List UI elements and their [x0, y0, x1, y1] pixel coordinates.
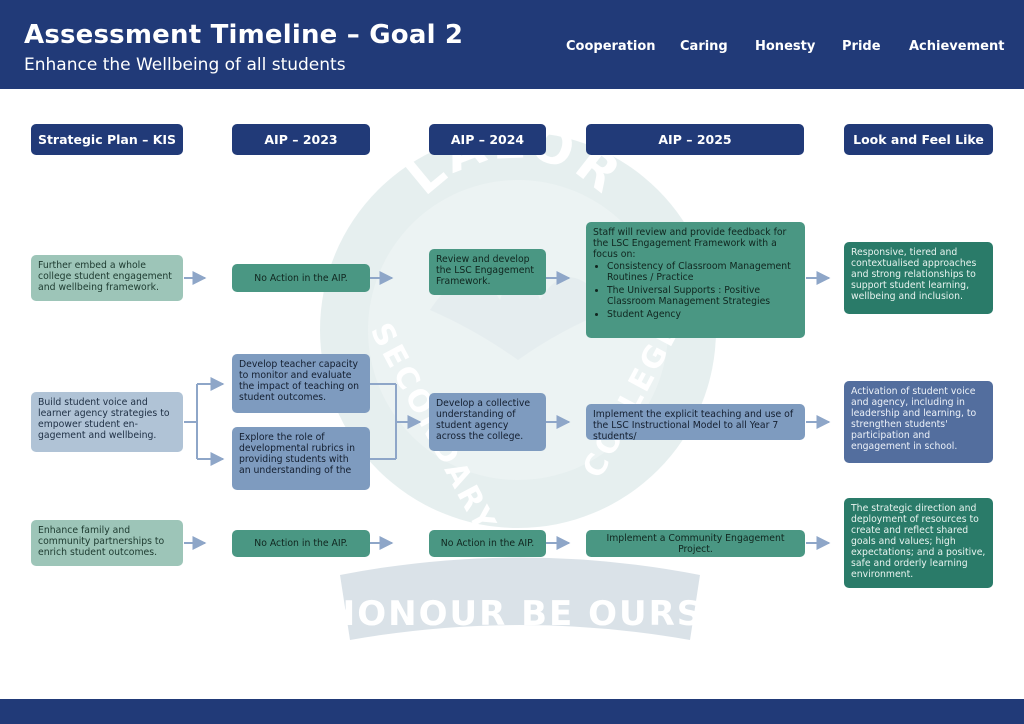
row1-kis-box: Further embed a whole college student en… — [31, 255, 183, 301]
column-header-strategic-plan: Strategic Plan – KIS — [31, 124, 183, 155]
row1-look-box: Responsive, tiered and contextualised ap… — [844, 242, 993, 314]
value-pride: Pride — [842, 39, 881, 54]
page-header: Assessment Timeline – Goal 2 Enhance the… — [0, 0, 1024, 89]
row1-aip2025-intro: Staff will review and provide feedback f… — [593, 227, 787, 260]
value-honesty: Honesty — [755, 39, 816, 54]
row3-kis-box: Enhance family and community partnership… — [31, 520, 183, 566]
row2-aip2023-box-a: Develop teacher capacity to monitor and … — [232, 354, 370, 413]
row1-aip2025-bullet: The Universal Supports : Positive Classr… — [607, 285, 798, 307]
row2-aip2025-box: Implement the explicit teaching and use … — [586, 404, 805, 440]
value-achievement: Achievement — [909, 39, 1005, 54]
row2-kis-box: Build student voice and learner agency s… — [31, 392, 183, 452]
row1-aip2024-box: Review and develop the LSC Engagement Fr… — [429, 249, 546, 295]
value-cooperation: Cooperation — [566, 39, 656, 54]
column-header-aip-2024: AIP – 2024 — [429, 124, 546, 155]
page-title: Assessment Timeline – Goal 2 — [24, 20, 464, 50]
row3-aip2024-box: No Action in the AIP. — [429, 530, 546, 557]
row3-aip2025-box: Implement a Community Engagement Project… — [586, 530, 805, 557]
row3-look-box: The strategic direction and deployment o… — [844, 498, 993, 588]
row1-aip2025-list: Consistency of Classroom Management Rout… — [593, 261, 798, 320]
page-footer — [0, 699, 1024, 724]
value-caring: Caring — [680, 39, 728, 54]
column-header-aip-2023: AIP – 2023 — [232, 124, 370, 155]
row1-aip2023-box: No Action in the AIP. — [232, 264, 370, 292]
row1-aip2025-bullet: Consistency of Classroom Management Rout… — [607, 261, 798, 283]
column-header-aip-2025: AIP – 2025 — [586, 124, 804, 155]
crest-right-text: COLLEGE — [576, 315, 688, 484]
row2-aip2024-box: Develop a collective understanding of st… — [429, 393, 546, 451]
page-subtitle: Enhance the Wellbeing of all students — [24, 55, 346, 75]
crest-motto: HONOUR BE OURS — [327, 594, 704, 634]
row1-aip2025-box: Staff will review and provide feedback f… — [586, 222, 805, 338]
row2-aip2023-box-b: Explore the role of developmental rubric… — [232, 427, 370, 490]
row2-look-box: Activation of student voice and agency, … — [844, 381, 993, 463]
row3-aip2023-box: No Action in the AIP. — [232, 530, 370, 557]
column-header-look-and-feel: Look and Feel Like — [844, 124, 993, 155]
row1-aip2025-bullet: Student Agency — [607, 309, 798, 320]
